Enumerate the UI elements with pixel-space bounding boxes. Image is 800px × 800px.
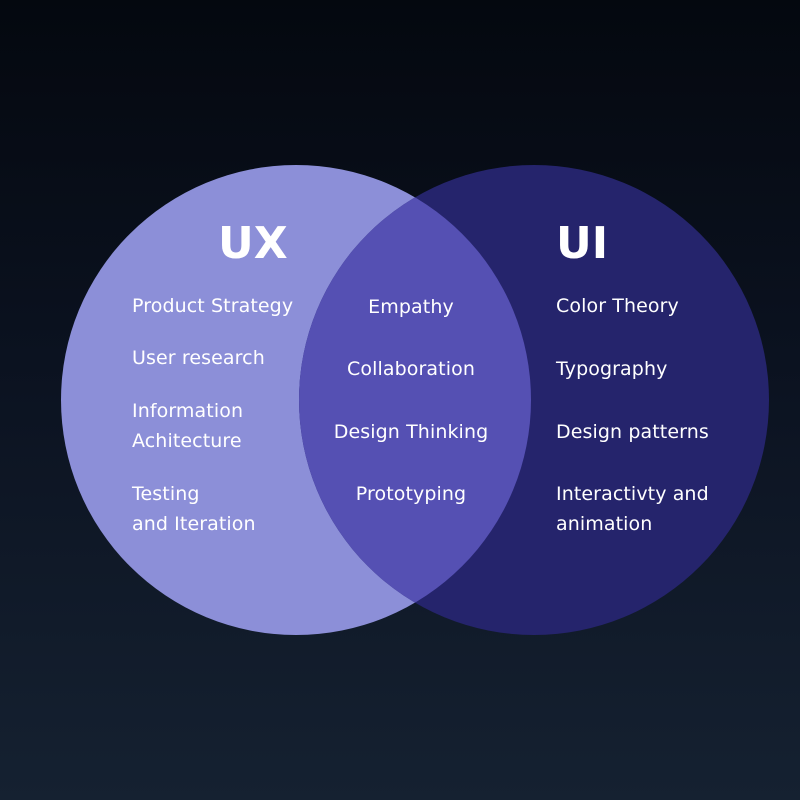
ux-item: Product Strategy: [132, 295, 294, 317]
ui-item: Typography: [556, 358, 668, 380]
ui-title: UI: [556, 218, 609, 269]
shared-item: Collaboration: [347, 358, 475, 380]
ui-item: Color Theory: [556, 295, 679, 317]
shared-item: Design Thinking: [333, 421, 489, 443]
shared-item: Empathy: [368, 296, 454, 318]
ux-item: Information Achitecture: [132, 400, 244, 452]
overlap-region: [299, 165, 531, 635]
ui-item: Interactivty and animation: [556, 483, 709, 535]
ux-title: UX: [218, 218, 288, 269]
ux-item: Testing and Iteration: [132, 483, 256, 535]
shared-item: Prototyping: [355, 483, 467, 505]
ux-item: User research: [132, 347, 265, 369]
ui-item: Design patterns: [556, 421, 709, 443]
